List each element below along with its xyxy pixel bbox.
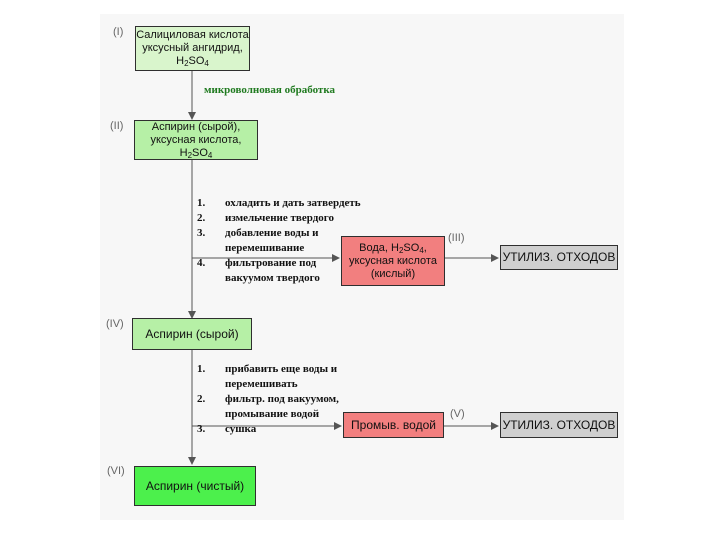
process-step-number: 1. <box>197 197 206 209</box>
node-crude-aspirin: Аспирин (сырой) <box>132 318 252 350</box>
process-step-line: промывание водой <box>225 408 320 420</box>
process-step-number: 3. <box>197 227 206 239</box>
node-waste-stream-acid: Вода, H2SO4, уксусная кислота (кислый) <box>341 236 445 286</box>
process-step-line: перемешивать <box>225 378 298 390</box>
process-step-text: фильтрование под вакуумом твердого <box>225 256 320 286</box>
node-wash-water: Промыв. водой <box>343 412 444 438</box>
process-step: 3. сушка <box>197 422 339 437</box>
node-waste-stream-acid-line-1: Вода, H2SO4, <box>359 241 427 255</box>
process-step-line: фильтрование под <box>225 257 317 269</box>
process-step-line: охладить и дать затвердеть <box>225 197 361 209</box>
node-crude-aspirin-text: Аспирин (сырой) <box>145 326 239 341</box>
process-step-line: прибавить еще воды и <box>225 363 338 375</box>
node-wash-water-text: Промыв. водой <box>351 417 436 432</box>
node-crude-mixture: Аспирин (сырой), уксусная кислота, H2SO4 <box>134 120 258 160</box>
node-reactants-line-2: уксусный ангидрид, <box>142 42 243 54</box>
process-step-line: измельчение твердого <box>225 212 335 224</box>
node-reactants-line-1: Салициловая кислота <box>136 29 249 41</box>
process-step: 4. фильтрование под вакуумом твердого <box>197 256 361 286</box>
waste-disposal-label-2: УТИЛИЗ. ОТХОДОВ <box>502 417 616 432</box>
node-crude-mixture-formula: H2SO4 <box>179 146 213 160</box>
process-step-line: вакуумом твердого <box>225 272 320 284</box>
waste-disposal-label-1: УТИЛИЗ. ОТХОДОВ <box>502 250 616 264</box>
process-step-text: прибавить еще воды и перемешивать <box>225 362 337 392</box>
node-label-vi: (VI) <box>107 465 125 477</box>
process-step: 2. фильтр. под вакуумом, промывание водой <box>197 392 339 422</box>
node-label-iv: (IV) <box>106 318 124 330</box>
process-step-text: сушка <box>225 422 256 437</box>
node-label-v: (V) <box>450 408 465 420</box>
process-step-number: 2. <box>197 393 206 405</box>
node-pure-aspirin-text: Аспирин (чистый) <box>145 478 245 493</box>
node-reactants-formula: H2SO4 <box>176 55 209 68</box>
process-step-number: 1. <box>197 363 206 375</box>
process-step: 2. измельчение твердого <box>197 211 361 226</box>
process-step-number: 4. <box>197 257 206 269</box>
process-steps-second: 1. прибавить еще воды и перемешивать 2. филь… <box>197 362 339 437</box>
waste-disposal-box-1: УТИЛИЗ. ОТХОДОВ <box>500 245 618 270</box>
node-waste-stream-acid-line-2: уксусная кислота <box>349 254 437 267</box>
process-step: 1. охладить и дать затвердеть <box>197 196 361 211</box>
process-step-text: измельчение твердого <box>225 211 334 226</box>
microwave-step-label: микроволновая обработка <box>204 84 336 96</box>
process-step: 3. добавление воды и перемешивание <box>197 226 361 256</box>
node-pure-aspirin: Аспирин (чистый) <box>134 466 256 506</box>
waste-disposal-box-2: УТИЛИЗ. ОТХОДОВ <box>500 412 618 438</box>
process-step-line: фильтр. под вакуумом, <box>225 393 339 405</box>
process-step-text: добавление воды и перемешивание <box>225 226 319 256</box>
node-crude-mixture-line-1: Аспирин (сырой), <box>151 120 241 133</box>
node-label-iii: (III) <box>448 232 465 244</box>
node-label-ii: (II) <box>110 120 124 132</box>
node-crude-mixture-line-2: уксусная кислота, <box>150 133 242 146</box>
node-waste-stream-acid-line-3: (кислый) <box>370 267 416 280</box>
process-step-number: 2. <box>197 212 206 224</box>
process-step: 1. прибавить еще воды и перемешивать <box>197 362 339 392</box>
process-step-line: перемешивание <box>225 242 305 254</box>
process-step-text: фильтр. под вакуумом, промывание водой <box>225 392 339 422</box>
process-step-text: охладить и дать затвердеть <box>225 196 361 211</box>
process-step-line: сушка <box>225 423 257 435</box>
process-steps-first: 1. охладить и дать затвердеть 2. измельчени… <box>197 196 361 286</box>
process-step-number: 3. <box>197 423 206 435</box>
node-reactants: Салициловая кислота уксусный ангидрид, H… <box>135 26 250 71</box>
node-label-i: (I) <box>113 26 124 38</box>
process-step-line: добавление воды и <box>225 227 319 239</box>
